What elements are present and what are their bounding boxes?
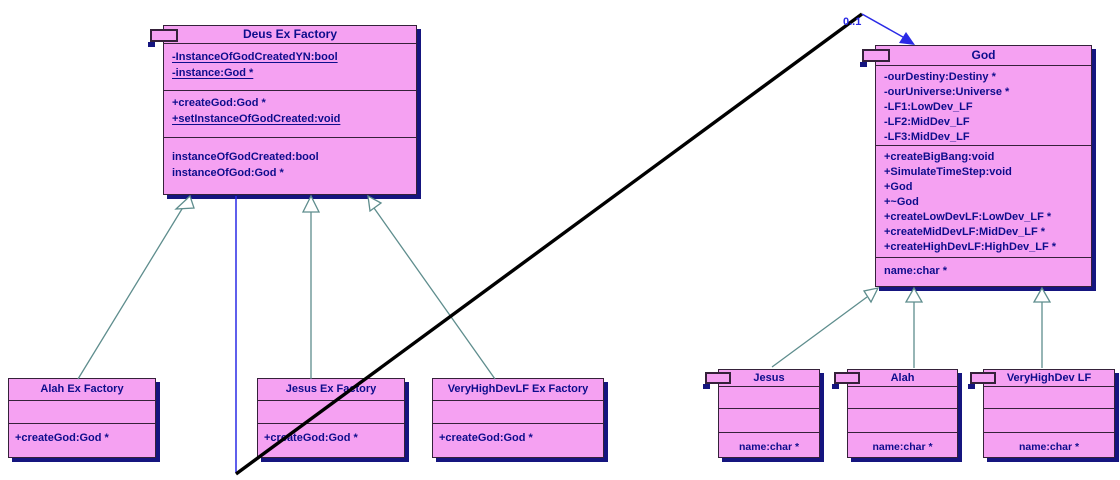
class-icon: [968, 372, 996, 389]
operation: +createMidDevLF:MidDev_LF *: [884, 226, 1046, 238]
inheritance-arrowhead-icon: [1032, 286, 1052, 303]
attribute: -InstanceOfGodCreatedYN:bool: [172, 51, 338, 63]
class-title: Deus Ex Factory: [148, 26, 416, 47]
class-title: Alah: [832, 370, 957, 389]
operations-section: +createGod:God * +setInstanceOfGodCreate…: [164, 91, 416, 138]
class-title-text: God: [971, 48, 996, 62]
property: name:char *: [884, 265, 947, 277]
class-title: Jesus Ex Factory: [258, 379, 404, 401]
operation: +createBigBang:void: [884, 151, 995, 163]
property: name:char *: [1018, 441, 1080, 453]
attributes-section: -InstanceOfGodCreatedYN:bool -instance:G…: [164, 44, 416, 91]
class-title-text: Jesus: [753, 372, 785, 384]
class-title: God: [860, 46, 1091, 67]
operations-section: [984, 409, 1114, 433]
inheritance-arrowhead-icon: [174, 194, 195, 210]
association-arrowhead-icon: [899, 32, 915, 45]
inheritance-arrowhead-icon: [301, 194, 321, 213]
attributes-section: -ourDestiny:Destiny * -ourUniverse:Unive…: [876, 66, 1091, 146]
attributes-section: [848, 387, 957, 409]
properties-section: name:char *: [848, 433, 957, 454]
inheritance-edge-vhd-factory[interactable]: [373, 207, 496, 380]
inheritance-arrowhead-icon: [367, 194, 383, 213]
class-alah-ex-factory[interactable]: Alah Ex Factory +createGod:God *: [8, 378, 156, 458]
operations-section: +createBigBang:void +SimulateTimeStep:vo…: [876, 146, 1091, 258]
class-title: VeryHighDev LF: [968, 370, 1114, 389]
operations-section: [719, 409, 819, 433]
operation: +createGod:God *: [15, 432, 109, 444]
operation: +createGod:God *: [439, 432, 533, 444]
class-title-text: Alah Ex Factory: [40, 383, 124, 395]
operation: +God: [884, 181, 913, 193]
operation: +SimulateTimeStep:void: [884, 166, 1012, 178]
attributes-section: [719, 387, 819, 409]
operations-section: +createGod:God *: [9, 424, 155, 446]
properties-section: name:char *: [719, 433, 819, 454]
operation: +createGod:God *: [264, 432, 358, 444]
class-deus-ex-factory[interactable]: Deus Ex Factory -InstanceOfGodCreatedYN:…: [148, 25, 417, 195]
properties-section: name:char *: [984, 433, 1114, 454]
operations-section: +createGod:God *: [258, 424, 404, 446]
association-edge-end-segment[interactable]: [861, 13, 911, 42]
attributes-section: [433, 401, 603, 424]
property: name:char *: [738, 441, 800, 453]
association-multiplicity-label: 0..1: [843, 16, 862, 28]
class-title: Jesus: [703, 370, 819, 389]
operations-section: +createGod:God *: [433, 424, 603, 446]
attributes-section: [9, 401, 155, 424]
operation: +createLowDevLF:LowDev_LF *: [884, 211, 1052, 223]
property: instanceOfGod:God *: [172, 167, 284, 179]
attribute: -ourUniverse:Universe *: [884, 86, 1010, 98]
class-god[interactable]: God -ourDestiny:Destiny * -ourUniverse:U…: [860, 45, 1092, 287]
class-icon: [860, 49, 890, 67]
class-icon: [832, 372, 860, 389]
class-title-text: VeryHighDev LF: [1006, 372, 1092, 384]
inheritance-edge-alah-factory[interactable]: [77, 203, 186, 380]
class-title: VeryHighDevLF Ex Factory: [433, 379, 603, 401]
class-veryhighdev-lf[interactable]: VeryHighDev LF name:char *: [968, 369, 1115, 458]
class-icon: [148, 29, 178, 47]
class-title-text: Jesus Ex Factory: [285, 383, 377, 395]
operation: +createHighDevLF:HighDev_LF *: [884, 241, 1057, 253]
class-jesus[interactable]: Jesus name:char *: [703, 369, 820, 458]
class-veryhighdevlf-ex-factory[interactable]: VeryHighDevLF Ex Factory +createGod:God …: [432, 378, 604, 458]
attribute: -instance:God *: [172, 67, 254, 79]
attributes-section: [984, 387, 1114, 409]
inheritance-arrowhead-icon: [904, 286, 924, 303]
inheritance-edge-jesus[interactable]: [771, 296, 868, 368]
class-title-text: VeryHighDevLF Ex Factory: [447, 383, 589, 395]
inheritance-arrowhead-icon: [862, 287, 880, 304]
class-title-text: Alah: [890, 372, 915, 384]
operation: +setInstanceOfGodCreated:void: [172, 113, 341, 125]
operation: +createGod:God *: [172, 97, 266, 109]
attribute: -ourDestiny:Destiny *: [884, 71, 996, 83]
class-jesus-ex-factory[interactable]: Jesus Ex Factory +createGod:God *: [257, 378, 405, 458]
properties-section: name:char *: [876, 258, 1091, 279]
operation: +~God: [884, 196, 919, 208]
class-title: Alah Ex Factory: [9, 379, 155, 401]
attribute: -LF2:MidDev_LF: [884, 116, 970, 128]
class-alah[interactable]: Alah name:char *: [832, 369, 958, 458]
class-title-text: Deus Ex Factory: [242, 27, 338, 41]
attributes-section: [258, 401, 404, 424]
property: instanceOfGodCreated:bool: [172, 151, 319, 163]
property: name:char *: [872, 441, 933, 453]
properties-section: instanceOfGodCreated:bool instanceOfGod:…: [164, 138, 416, 181]
class-icon: [703, 372, 731, 389]
operations-section: [848, 409, 957, 433]
attribute: -LF3:MidDev_LF: [884, 131, 970, 143]
attribute: -LF1:LowDev_LF: [884, 101, 973, 113]
